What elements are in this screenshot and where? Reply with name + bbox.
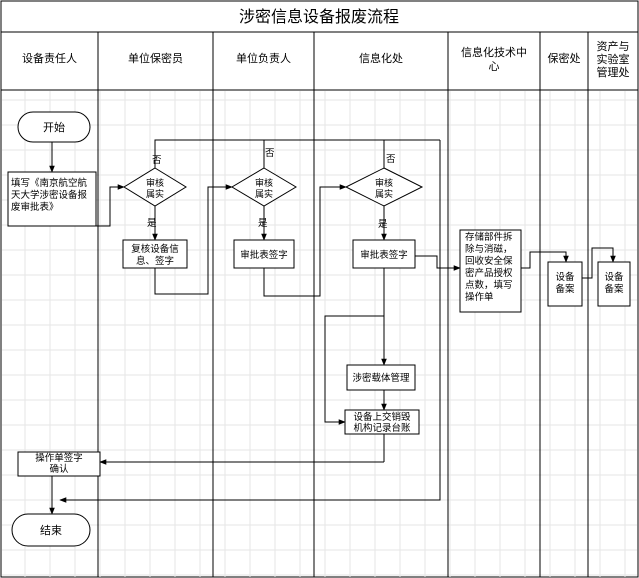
node-label-line: 设备上交销毁 — [353, 411, 411, 423]
node-label-line: 废审批表》 — [11, 201, 59, 213]
diagram-title: 涉密信息设备报废流程 — [239, 7, 399, 26]
node-label-line: 复核设备信 — [131, 243, 179, 255]
node-label-line: 属实 — [255, 188, 273, 200]
node-label-line: 属实 — [375, 188, 393, 200]
connectors — [49, 139, 616, 515]
lane-header-label: 单位保密员 — [128, 51, 183, 65]
lane-header-label: 信息化处 — [359, 51, 403, 65]
sign-unit-box — [233, 239, 295, 269]
node-label-line: 设备 — [604, 271, 624, 283]
node-label-line: 机构记录台账 — [353, 422, 411, 434]
node-label-line: 填写《南京航空航 — [11, 177, 88, 189]
flow-nodes — [7, 111, 631, 547]
node-label-line: 审核 — [375, 177, 393, 189]
sign-unit-label: 审批表签字 — [240, 249, 288, 261]
multiline-node-labels: 填写《南京航空航天大学涉密设备报废审批表》审核属实复核设备信息、签字审核属实审核… — [11, 177, 624, 475]
lane-header-l2: 单位负责人 — [236, 51, 291, 65]
node-label-line: 属实 — [146, 188, 164, 200]
lane-header-label: 资产与 — [597, 39, 630, 53]
node-label-line: 备案 — [604, 283, 624, 295]
connector-archive1-to-archive2 — [582, 247, 616, 279]
connector-recheck-to-review2 — [154, 184, 233, 295]
end-terminal — [11, 513, 91, 547]
node-label-line: 存储部件拆 — [465, 231, 513, 243]
review1-decision — [123, 167, 187, 207]
node-labels: 开始 结束 审批表签字 审批表签字 涉密载体管理 — [40, 120, 410, 537]
lane-header-label: 保密处 — [548, 51, 581, 65]
node-label-line: 回收安全保 — [465, 255, 513, 267]
archive-asset-box — [597, 261, 631, 307]
yes-label-review1: 是 — [147, 218, 157, 229]
lane-header-label: 管理处 — [597, 65, 630, 79]
node-label-line: 审核 — [255, 177, 273, 189]
no-label-review1: 否 — [152, 155, 162, 166]
node-label-line: 设备 — [555, 271, 575, 283]
node-label-line: 审核 — [146, 177, 164, 189]
branch-labels: 否 否 否 是 是 是 — [147, 148, 396, 230]
lane-header-label: 信息化技术中 — [461, 45, 527, 59]
archive-secrecy-box — [547, 261, 583, 307]
lane-header-label: 设备责任人 — [22, 51, 77, 65]
connector-feedback-bus — [59, 140, 441, 503]
node-label-line: 息、签字 — [136, 255, 174, 267]
lane-header-label: 心 — [489, 60, 500, 73]
lane-header-l5: 保密处 — [548, 51, 581, 65]
node-label-line: 密产品授权 — [465, 267, 513, 279]
lane-header-l1: 单位保密员 — [128, 51, 183, 65]
node-label-line: 确认 — [49, 463, 69, 475]
recheck-box — [122, 239, 188, 269]
lane-header-l3: 信息化处 — [359, 51, 403, 65]
connector-sign-info-to-dismantle — [415, 255, 461, 271]
node-label-line: 天大学涉密设备报 — [11, 189, 88, 201]
carrier-mgmt-box — [346, 364, 416, 391]
node-label-line: 操作单 — [465, 291, 494, 303]
start-label: 开始 — [43, 120, 65, 134]
submit-destroy-box — [344, 409, 420, 435]
sign-info-label: 审批表签字 — [360, 249, 408, 261]
connector-sign-unit-to-review3 — [263, 184, 347, 297]
yes-label-review2: 是 — [258, 218, 268, 229]
node-label-line: 备案 — [555, 283, 575, 295]
lane-header-label: 实验室 — [597, 52, 630, 66]
node-label-line: 点数，填写 — [465, 279, 513, 291]
yes-label-review3: 是 — [378, 219, 388, 230]
background-grid — [2, 91, 637, 577]
node-label-line: 除与消磁， — [465, 243, 513, 255]
review2-decision — [231, 167, 297, 207]
carrier-mgmt-label: 涉密载体管理 — [352, 372, 410, 384]
no-label-review2: 否 — [265, 148, 275, 159]
lane-header-label: 单位负责人 — [236, 51, 291, 65]
confirm-box — [17, 451, 101, 477]
connector-split-to-submit — [324, 315, 384, 425]
lane-dividers — [97, 32, 589, 577]
connector-review1-no — [154, 139, 440, 168]
review3-decision — [344, 167, 424, 207]
dismantle-box — [459, 229, 522, 313]
lane-header-l0: 设备责任人 — [22, 51, 77, 65]
sign-info-box — [352, 239, 416, 269]
end-label: 结束 — [40, 524, 62, 537]
start-terminal — [17, 111, 91, 143]
fill-form-box — [7, 171, 97, 227]
connector-dismantle-to-archive1 — [521, 251, 569, 269]
node-label-line: 操作单签字 — [35, 452, 83, 464]
no-label-review3: 否 — [386, 154, 396, 165]
